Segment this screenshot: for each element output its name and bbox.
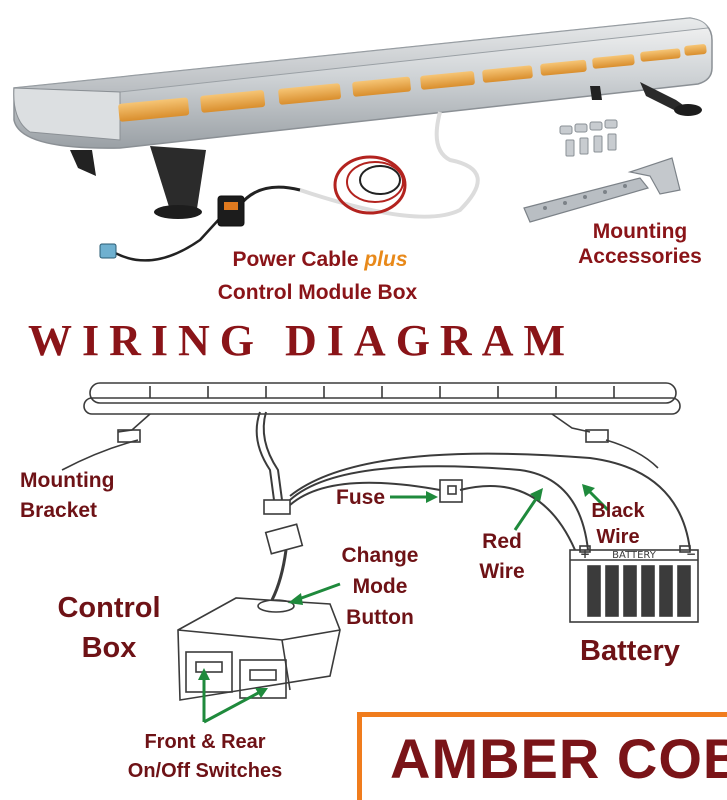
black-wire-line1: Black xyxy=(591,500,645,522)
control-box-drawing xyxy=(177,597,341,701)
green-arrows xyxy=(198,484,610,724)
control-box-line2: Box xyxy=(81,632,137,664)
control-module-label: Control Module Box xyxy=(217,281,418,304)
red-wire-line1: Red xyxy=(482,530,522,553)
mounting-accessories-label: Mounting Accessories xyxy=(560,219,720,269)
mounting-line1: Mounting xyxy=(592,220,688,243)
diagram-title: WIRING DIAGRAM xyxy=(28,316,575,365)
battery-case-text: BATTERY xyxy=(612,550,657,561)
black-wire-line2: Wire xyxy=(596,526,640,548)
battery-label: Battery xyxy=(580,635,680,667)
switches-line2: On/Off Switches xyxy=(127,760,283,782)
power-cable-label: Power Cable plus xyxy=(200,247,440,272)
power-cable-photo xyxy=(99,111,480,262)
fuse-block xyxy=(439,479,463,503)
svg-text:+: + xyxy=(580,547,590,561)
wiring-diagram: BATTERY + − xyxy=(61,382,699,724)
black-wire-label: Black Wire xyxy=(588,498,648,550)
product-photo xyxy=(13,17,713,262)
mounting-bracket-left xyxy=(61,413,151,471)
mounting-bracket-right xyxy=(551,413,659,469)
mounting-bracket-line2: Bracket xyxy=(20,499,98,522)
cable-connector xyxy=(263,499,291,515)
fuse-label: Fuse xyxy=(336,486,386,509)
led-modules xyxy=(118,44,707,122)
change-line2: Mode xyxy=(352,575,408,598)
plus-text: plus xyxy=(364,248,408,271)
amber-cob-banner: AMBER COB xyxy=(357,712,727,800)
control-box-line1: Control xyxy=(57,592,161,624)
control-box-label: Control Box xyxy=(48,588,170,668)
svg-text:−: − xyxy=(686,547,696,561)
mounting-accessories-photo xyxy=(523,119,681,223)
change-line3: Button xyxy=(346,606,414,629)
change-mode-label: Change Mode Button xyxy=(338,540,422,633)
switches-line1: Front & Rear xyxy=(144,731,266,753)
change-line1: Change xyxy=(341,544,419,567)
red-wire-line2: Wire xyxy=(479,560,525,583)
battery-drawing xyxy=(569,545,699,623)
light-bar-outline xyxy=(83,382,681,415)
amber-cob-text: AMBER COB xyxy=(390,727,727,790)
mounting-bracket-line1: Mounting xyxy=(20,469,115,492)
power-cable-text: Power Cable xyxy=(232,248,359,271)
mounting-line2: Accessories xyxy=(578,245,702,268)
red-wire-label: Red Wire xyxy=(474,527,530,587)
light-bar-photo xyxy=(13,17,713,219)
mounting-bracket-label: Mounting Bracket xyxy=(20,466,114,526)
switches-label: Front & Rear On/Off Switches xyxy=(100,728,310,786)
